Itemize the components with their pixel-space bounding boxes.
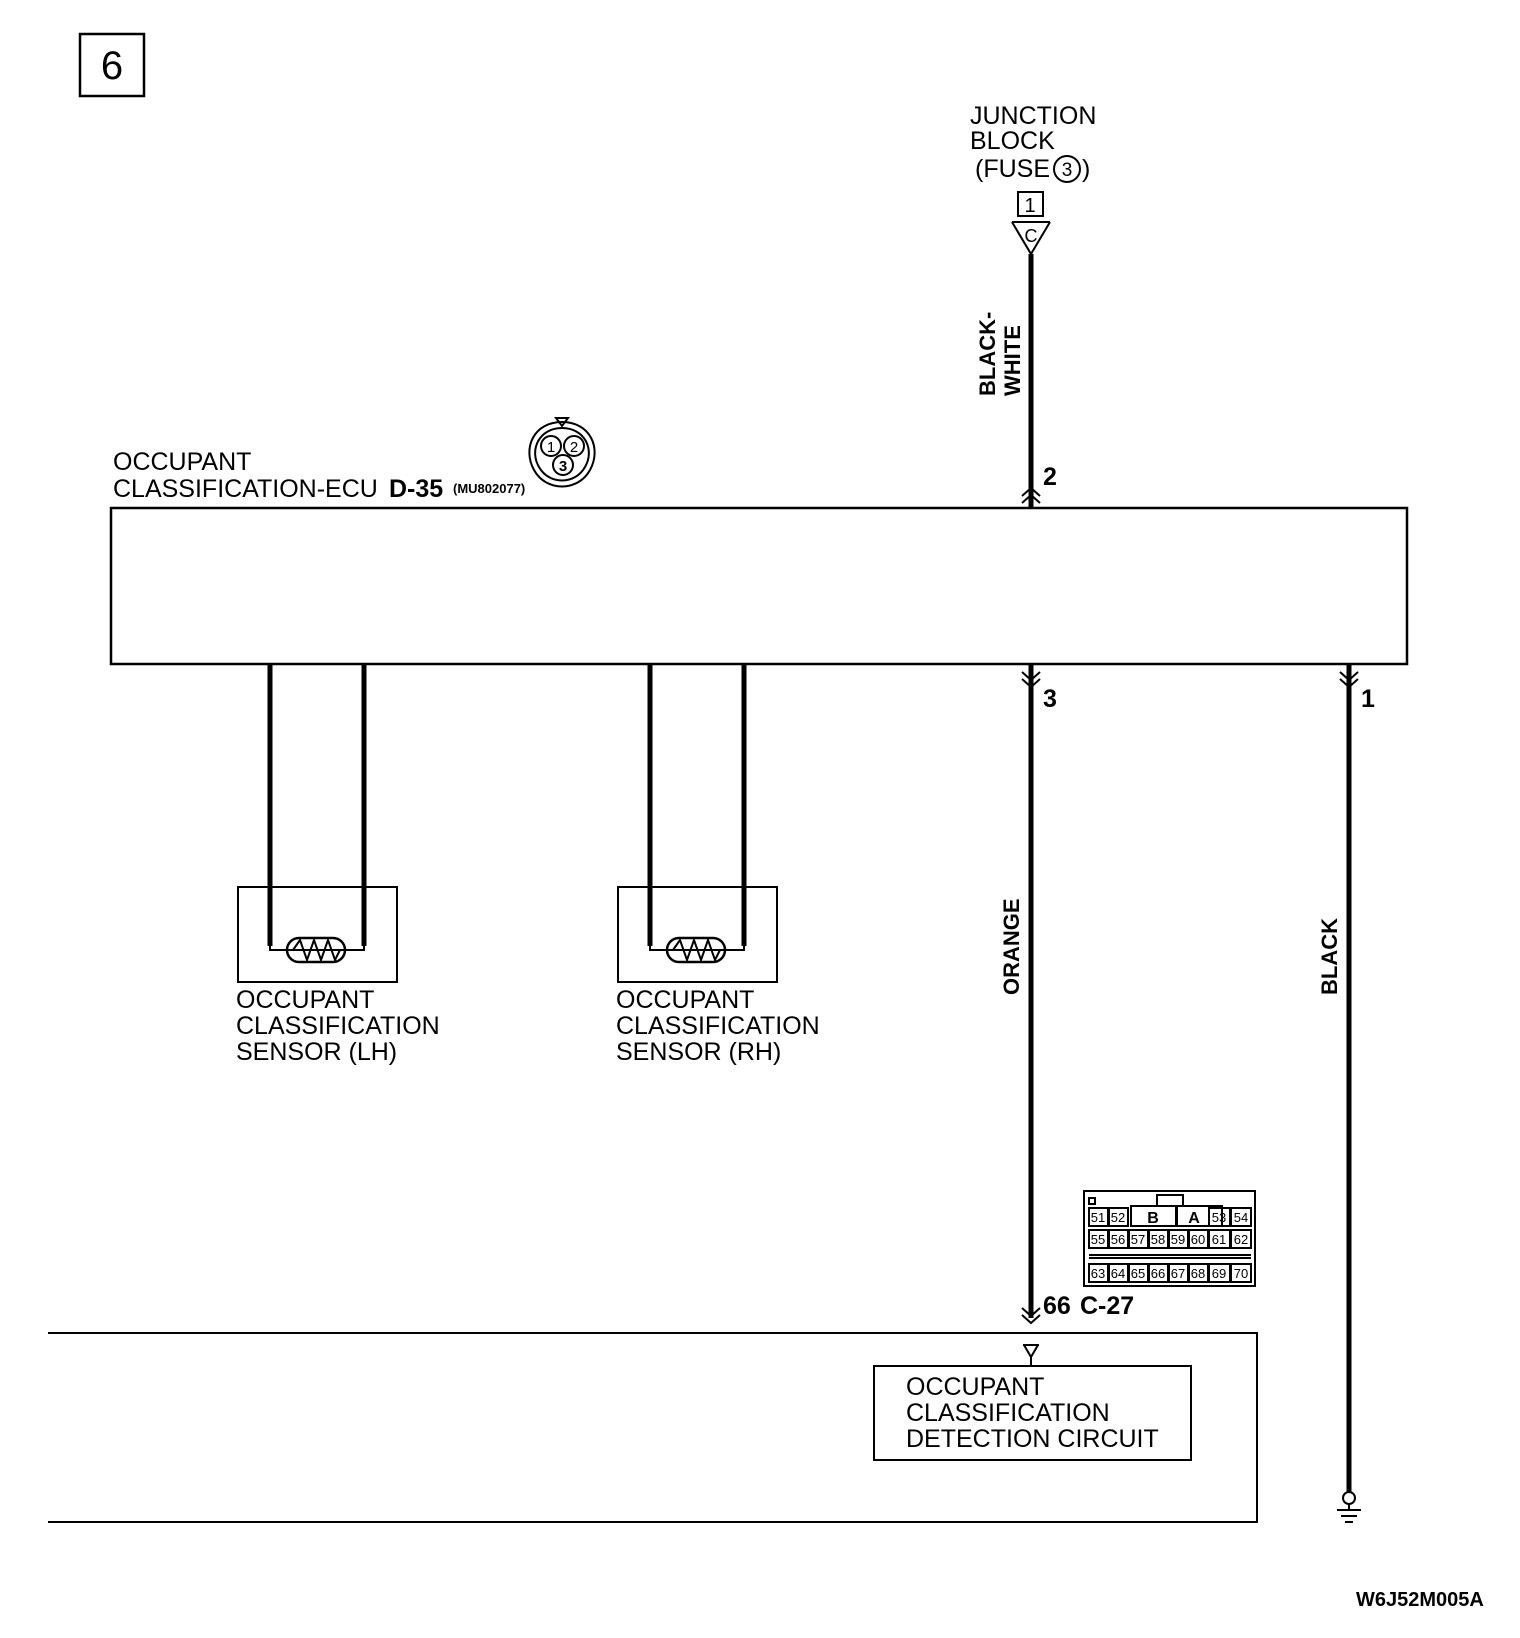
detection-circuit-line1: OCCUPANT <box>906 1373 1044 1401</box>
c27-pin-69: 69 <box>1212 1266 1226 1281</box>
c27-pin-59: 59 <box>1171 1232 1185 1247</box>
junction-block-line2: BLOCK <box>970 127 1055 155</box>
pin-3-label: 3 <box>1043 685 1057 713</box>
pin-2-label: 2 <box>1043 463 1057 491</box>
sensor-rh <box>617 886 778 983</box>
pin-1-label: 1 <box>1361 685 1375 713</box>
c27-pin-70: 70 <box>1234 1266 1248 1281</box>
c27-pin-51: 51 <box>1091 1210 1105 1225</box>
junction-block-label: JUNCTION BLOCK (FUSE 3 ) <box>970 102 1096 183</box>
c27-pin-64: 64 <box>1111 1266 1125 1281</box>
c27-cavity-a: A <box>1188 1210 1200 1227</box>
c27-pin-62: 62 <box>1234 1232 1248 1247</box>
sensor-rh-line1: OCCUPANT <box>616 986 754 1014</box>
fuse-number-circle <box>1053 155 1081 183</box>
sensor-lh <box>237 886 398 983</box>
sensor-rh-resistor <box>665 936 727 964</box>
c27-connector-face: 51 52 B A 53 54 55 56 57 58 59 60 61 62 … <box>1083 1190 1256 1287</box>
c27-pin-54: 54 <box>1234 1210 1248 1225</box>
sensor-lh-box <box>237 886 398 983</box>
junction-block-line1: JUNCTION <box>970 102 1096 130</box>
lower-module-box <box>48 1332 1258 1523</box>
c27-pin-58: 58 <box>1151 1232 1165 1247</box>
pin-2-terminal <box>1021 486 1041 504</box>
pin-66-terminal <box>1021 1307 1041 1325</box>
ecu-pin-1: 1 <box>547 439 555 456</box>
ecu-connector-id: D-35 <box>389 475 443 503</box>
c27-pin-53: 53 <box>1212 1210 1226 1225</box>
black-white-line2: WHITE <box>1000 325 1025 396</box>
c27-pin-66: 66 <box>1151 1266 1165 1281</box>
fuse-suffix: ) <box>1082 155 1090 183</box>
wire-label-black: BLACK <box>1317 918 1342 995</box>
c27-pin-52: 52 <box>1111 1210 1125 1225</box>
ecu-pin-3: 3 <box>559 458 567 475</box>
junction-connector: 1 C <box>1011 191 1051 255</box>
page-number-box: 6 <box>78 32 146 98</box>
c27-pin-65: 65 <box>1131 1266 1145 1281</box>
ecu-line1: OCCUPANT <box>113 448 251 476</box>
c27-pin-68: 68 <box>1191 1266 1205 1281</box>
sensor-lh-resistor <box>285 936 347 964</box>
detection-circuit-line2: CLASSIFICATION <box>906 1399 1110 1427</box>
c27-pin-61: 61 <box>1212 1232 1226 1247</box>
sensor-lh-line3: SENSOR (LH) <box>236 1038 397 1066</box>
ecu-box <box>109 506 1409 666</box>
ecu-label: OCCUPANT CLASSIFICATION-ECU D-35 (MU8020… <box>113 448 525 503</box>
c27-connector-id: C-27 <box>1080 1292 1134 1320</box>
c27-cavity-b: B <box>1147 1210 1159 1227</box>
detection-circuit-line3: DETECTION CIRCUIT <box>906 1425 1159 1453</box>
detection-circuit-box <box>873 1365 1192 1461</box>
c27-pin-55: 55 <box>1091 1232 1105 1247</box>
c27-pin-60: 60 <box>1191 1232 1205 1247</box>
ground-symbol <box>1337 1491 1361 1523</box>
pin-66-label: 66 <box>1043 1292 1071 1320</box>
fuse-number: 3 <box>1062 160 1073 181</box>
sensor-rh-line2: CLASSIFICATION <box>616 1012 820 1040</box>
sensor-rh-label: OCCUPANT CLASSIFICATION SENSOR (RH) <box>616 986 820 1066</box>
sensor-rh-box <box>617 886 778 983</box>
wire-label-black-white: BLACK- WHITE <box>975 312 1025 396</box>
c27-pin-67: 67 <box>1171 1266 1185 1281</box>
sensor-lh-label: OCCUPANT CLASSIFICATION SENSOR (LH) <box>236 986 440 1066</box>
sensor-lh-line2: CLASSIFICATION <box>236 1012 440 1040</box>
ecu-connector-symbol: 1 2 3 <box>528 417 596 488</box>
sensor-lh-line1: OCCUPANT <box>236 986 374 1014</box>
page-number: 6 <box>101 44 123 88</box>
module-terminal <box>1023 1344 1039 1365</box>
wire-label-orange: ORANGE <box>999 898 1024 995</box>
sensor-rh-line3: SENSOR (RH) <box>616 1038 781 1066</box>
black-white-line1: BLACK- <box>975 312 1000 396</box>
fuse-prefix: (FUSE <box>975 155 1050 183</box>
ecu-part-number: (MU802077) <box>453 481 525 496</box>
figure-code: W6J52M005A <box>1356 1589 1484 1611</box>
c27-pin-63: 63 <box>1091 1266 1105 1281</box>
c27-pin-56: 56 <box>1111 1232 1125 1247</box>
detection-circuit-label: OCCUPANT CLASSIFICATION DETECTION CIRCUI… <box>906 1373 1159 1453</box>
junction-connector-letter: C <box>1025 226 1038 246</box>
junction-connector-number: 1 <box>1024 195 1035 217</box>
ecu-pin-2: 2 <box>570 439 578 456</box>
c27-pin-57: 57 <box>1131 1232 1145 1247</box>
ecu-line2: CLASSIFICATION-ECU <box>113 475 378 503</box>
